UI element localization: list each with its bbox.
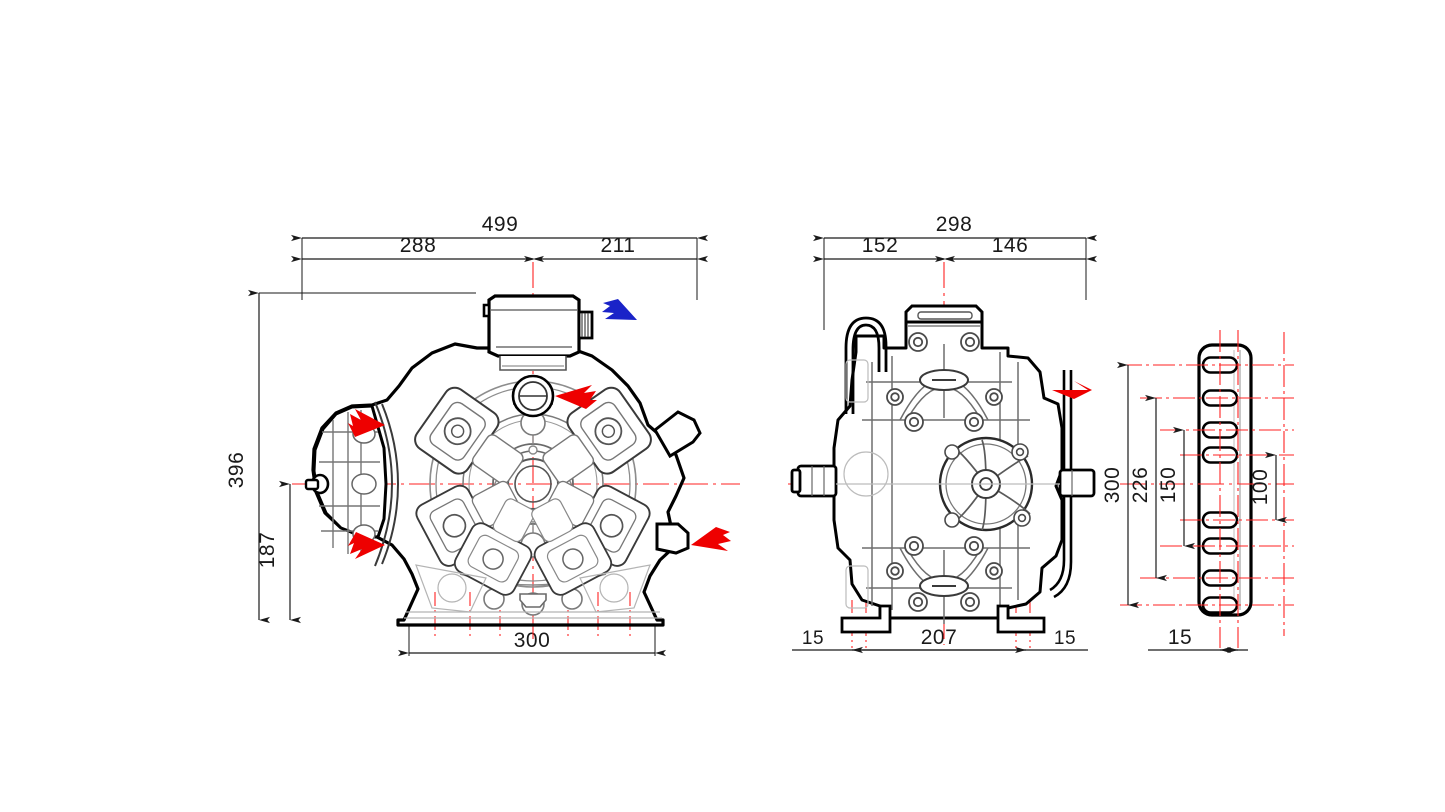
bracket-view: 300 226 150 100 15	[1101, 330, 1294, 654]
front-view: 499 288 211 396 187 300	[225, 213, 740, 657]
side-right-tube	[1049, 370, 1073, 599]
front-cylinder-heads	[414, 386, 652, 596]
front-gearbox	[304, 401, 400, 567]
dim-label-300-bracket: 300	[1101, 467, 1124, 504]
bracket-centerlines	[1120, 330, 1294, 648]
dim-label-150: 150	[1157, 467, 1180, 504]
dim-side-split-widths: 152 146	[813, 234, 1097, 263]
front-filler-cap	[482, 294, 594, 371]
dim-label-396: 396	[225, 452, 248, 489]
dim-label-15-left: 15	[802, 628, 824, 649]
dim-front-split-widths: 288 211	[291, 234, 708, 263]
dim-label-207: 207	[921, 626, 958, 649]
dim-bracket-overall-height: 300	[1101, 361, 1139, 609]
dim-bracket-inner-span: 150	[1157, 426, 1195, 550]
dim-side-overall-width: 298	[813, 213, 1097, 330]
red-arrow-outlet-center	[555, 385, 597, 409]
dim-front-overall-width: 499	[291, 213, 708, 300]
side-right-spigot	[1058, 468, 1096, 498]
dim-label-298: 298	[936, 213, 973, 236]
side-fan-pulley	[938, 436, 1034, 532]
dim-bracket-center-span: 100	[1249, 451, 1287, 524]
red-arrow-outlet-lower-right	[691, 527, 731, 551]
dim-label-146: 146	[992, 234, 1029, 257]
dim-front-base-width: 300	[398, 624, 666, 657]
dim-label-288: 288	[400, 234, 437, 257]
front-outlet-lower-right	[655, 522, 690, 555]
front-base-ghost-detail	[404, 564, 662, 619]
front-outlet-upper-right	[653, 410, 702, 459]
red-arrow-suction-upper-left	[348, 409, 385, 437]
dim-bracket-thickness: 15	[1148, 626, 1248, 654]
side-left-spigot	[790, 464, 838, 498]
side-left-tube	[844, 316, 888, 414]
side-oval-plugs	[919, 369, 969, 597]
dim-side-foot-widths: 15 207 15	[792, 626, 1088, 654]
side-mounting-feet	[840, 604, 1046, 634]
red-arrow-outlet-side	[1052, 381, 1092, 399]
front-annotation-arrows	[348, 299, 731, 559]
blue-arrow-filler-port	[602, 299, 637, 320]
dim-label-187: 187	[256, 532, 279, 569]
side-view: 298 152 146 15 207 15	[788, 213, 1100, 654]
dim-label-15-right: 15	[1054, 628, 1076, 649]
side-bolt-bosses	[886, 332, 1003, 612]
dim-label-300-base: 300	[514, 629, 551, 652]
dim-label-226: 226	[1129, 467, 1152, 504]
dim-label-15-thickness: 15	[1168, 626, 1192, 649]
dim-label-211: 211	[601, 234, 636, 257]
side-ghost-detail	[836, 359, 1060, 609]
dim-label-499: 499	[482, 213, 519, 236]
dim-label-100: 100	[1249, 469, 1272, 506]
dim-front-overall-height: 396	[225, 289, 476, 624]
dim-bracket-outer-span: 226	[1129, 394, 1167, 582]
red-arrow-suction-lower-left	[348, 532, 385, 559]
dim-front-shaft-height: 187	[256, 480, 301, 624]
side-filler-cap	[904, 304, 984, 327]
dim-label-152: 152	[862, 234, 899, 257]
